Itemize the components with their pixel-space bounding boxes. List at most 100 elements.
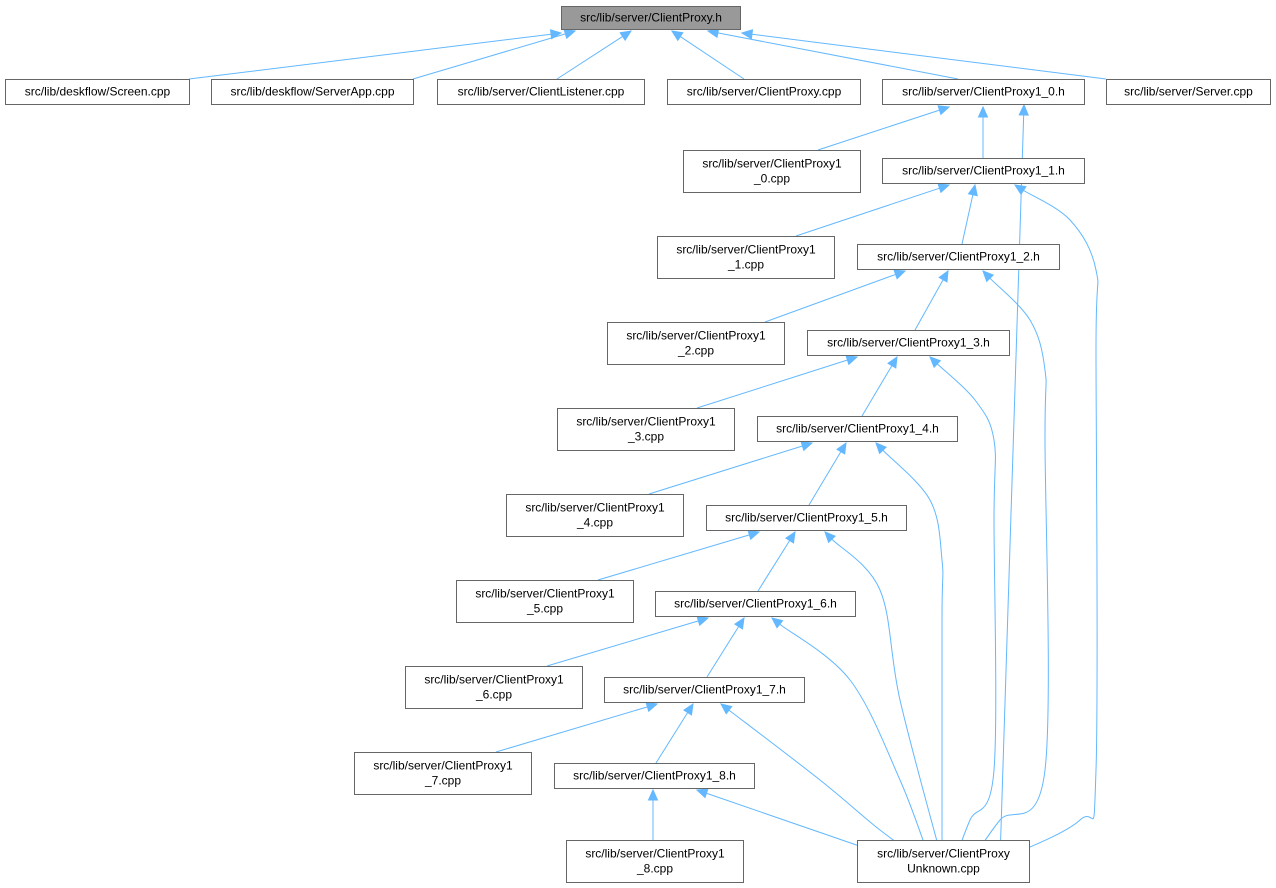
node-root[interactable]: src/lib/server/ClientProxy.h [561,6,741,30]
node-box [655,591,856,617]
node-p1-2-cpp[interactable]: src/lib/server/ClientProxy1_2.cpp [607,322,785,365]
edge-line [728,709,923,861]
node-box [5,79,190,105]
node-label: src/lib/deskflow/ServerApp.cpp [230,85,394,99]
edge-line [936,363,997,861]
nodes-layer: src/lib/server/ClientProxy.h src/lib/desk… [5,6,1271,883]
edge-p1_5_h-to-p1_4_h [808,441,847,506]
node-label: src/lib/server/ClientListener.cpp [458,85,625,99]
edge-p1_8_h-to-p1_7_h [655,702,694,764]
node-p1-5-cpp[interactable]: src/lib/server/ClientProxy1_5.cpp [456,580,634,623]
node-p1-0-h[interactable]: src/lib/server/ClientProxy1_0.h [882,79,1085,105]
node-label: src/lib/server/ClientProxy1_0.h [902,85,1065,99]
node-box [882,158,1085,184]
node-label: _8.cpp [636,862,673,876]
node-p1-1-cpp[interactable]: src/lib/server/ClientProxy1_1.cpp [657,236,835,279]
edge-line [751,33,1107,80]
edge-p1_4_h-to-p1_3_h [861,355,898,417]
edge-arrowhead [875,442,887,455]
edge-p1_1_cpp-to-p1_1_h [795,183,951,237]
edge-arrowhead [967,183,978,197]
edge-arrowhead [929,356,942,369]
node-p1-0-cpp[interactable]: src/lib/server/ClientProxy1_0.cpp [683,150,861,193]
node-label: src/lib/server/ClientProxy1 [576,415,716,429]
edge-line [795,187,940,237]
edge-arrowhead [619,30,633,42]
edge-arrowhead [747,529,761,541]
node-box [807,330,1010,356]
node-label: src/lib/server/ClientProxy1 [525,501,665,515]
edge-arrowhead [1013,184,1027,196]
node-label: src/lib/server/ClientProxy1_3.h [827,336,990,350]
edge-arrowhead [937,183,951,194]
node-label: src/lib/server/ClientProxy1 [676,243,816,257]
edge-line [831,538,943,861]
edge-line [717,32,959,80]
node-p1-6-h[interactable]: src/lib/server/ClientProxy1_6.h [655,591,856,617]
node-p1-8-cpp[interactable]: src/lib/server/ClientProxy1_8.cpp [566,840,744,883]
node-label: _3.cpp [627,430,664,444]
node-p1-4-h[interactable]: src/lib/server/ClientProxy1_4.h [757,416,958,442]
node-p1-2-h[interactable]: src/lib/server/ClientProxy1_2.h [857,244,1060,270]
node-p1-1-h[interactable]: src/lib/server/ClientProxy1_1.h [882,158,1085,184]
node-p1-8-h[interactable]: src/lib/server/ClientProxy1_8.h [554,763,755,789]
edge-line [914,279,944,331]
edge-clientlistener_cpp-to-root [556,30,633,80]
node-clientproxy-cpp[interactable]: src/lib/server/ClientProxy.cpp [667,79,861,105]
node-clientlistener-cpp[interactable]: src/lib/server/ClientListener.cpp [437,79,645,105]
node-p1-4-cpp[interactable]: src/lib/server/ClientProxy1_4.cpp [506,494,684,537]
node-label: src/lib/server/ClientProxy.cpp [687,85,842,99]
node-label: src/lib/server/ClientProxy1 [424,673,564,687]
edge-arrowhead [845,355,859,366]
node-serverapp-cpp[interactable]: src/lib/deskflow/ServerApp.cpp [211,79,414,105]
edge-line [597,534,750,581]
edge-arrowhead [740,29,754,40]
node-label: src/lib/server/ClientProxy1_1.h [902,164,1065,178]
node-server-cpp[interactable]: src/lib/server/Server.cpp [1106,79,1271,105]
edge-arrowhead [800,441,814,452]
edge-p1_6_cpp-to-p1_6_h [546,615,710,667]
edge-unknown_cpp-to-p1_3_h [929,356,997,861]
node-screen-cpp[interactable]: src/lib/deskflow/Screen.cpp [5,79,190,105]
node-label: Unknown.cpp [907,862,980,876]
node-label: src/lib/server/ClientProxy1 [475,587,615,601]
node-box [667,79,861,105]
node-label: _7.cpp [424,774,461,788]
edge-unknown_cpp-to-p1_4_h [875,442,944,860]
edge-line [706,626,740,678]
edge-p1_3_cpp-to-p1_3_h [696,355,859,409]
edge-line [961,194,974,245]
edge-line [655,712,689,764]
node-box [554,763,755,789]
node-p1-3-cpp[interactable]: src/lib/server/ClientProxy1_3.cpp [557,408,735,451]
node-p1-3-h[interactable]: src/lib/server/ClientProxy1_3.h [807,330,1010,356]
edge-p1_3_h-to-p1_2_h [914,269,949,331]
node-label: _1.cpp [727,258,764,272]
edge-arrowhead [836,441,847,455]
node-box [566,840,744,883]
edge-p1_8_cpp-to-p1_8_h [647,788,659,840]
node-box [706,505,907,531]
node-label: _4.cpp [576,516,613,530]
node-box [557,408,735,451]
node-box [354,752,532,795]
node-box [857,244,1060,270]
edge-arrowhead [784,530,796,544]
node-p1-6-cpp[interactable]: src/lib/server/ClientProxy1_6.cpp [405,666,583,709]
edge-arrowhead [893,269,907,280]
edge-line [764,273,896,323]
edge-arrowhead [771,617,784,629]
node-p1-7-cpp[interactable]: src/lib/server/ClientProxy1_7.cpp [354,752,532,795]
edge-line [412,33,566,80]
edge-line [495,706,648,753]
node-box [882,79,1085,105]
edge-arrowhead [549,29,563,40]
node-p1-7-h[interactable]: src/lib/server/ClientProxy1_7.h [604,677,805,703]
edge-line [882,449,944,860]
node-p1-5-h[interactable]: src/lib/server/ClientProxy1_5.h [706,505,907,531]
node-box [456,580,634,623]
edge-arrowhead [682,702,694,716]
edge-p1_7_h-to-p1_6_h [706,616,745,678]
